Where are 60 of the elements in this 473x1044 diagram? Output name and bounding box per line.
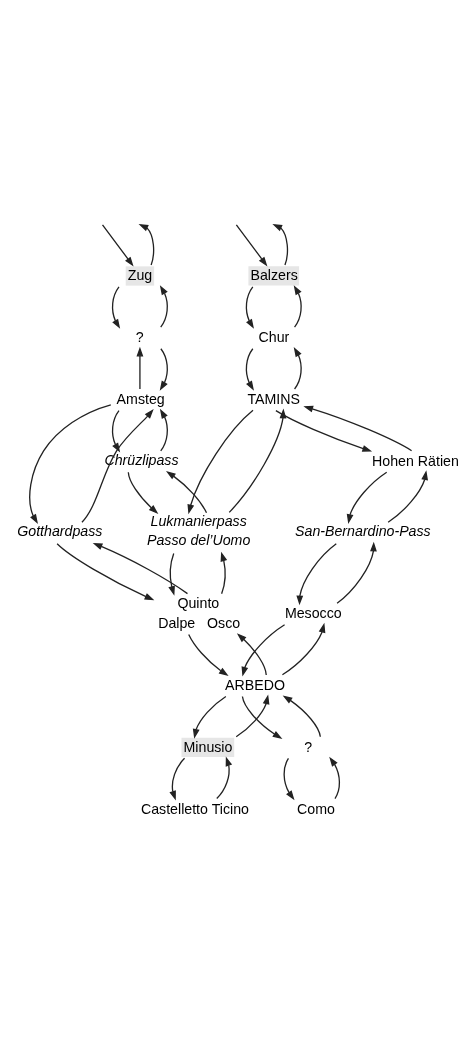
arrow xyxy=(127,471,159,515)
arrow xyxy=(92,542,189,595)
arrow xyxy=(235,224,268,267)
node-text: ? xyxy=(135,329,144,346)
arrow xyxy=(283,757,295,801)
node-box: Balzers xyxy=(248,266,300,286)
arrow xyxy=(165,471,208,514)
node-text: Quinto xyxy=(177,595,220,612)
node-label: Dalpe Osco xyxy=(158,614,241,631)
arrow xyxy=(159,408,168,452)
node-text: Castelletto Ticino xyxy=(140,800,249,817)
node-text: ARBEDO xyxy=(225,676,286,693)
arrow xyxy=(293,285,302,328)
arrow xyxy=(228,408,287,514)
arrow xyxy=(346,471,388,524)
arrow xyxy=(293,347,302,390)
arrow xyxy=(159,348,168,391)
arrow xyxy=(241,695,283,739)
arrow xyxy=(136,346,144,390)
node-text: Como xyxy=(297,800,335,817)
arrow xyxy=(245,348,254,391)
node-text: Amsteg xyxy=(116,390,165,407)
arrow xyxy=(241,624,286,677)
arrow xyxy=(138,223,155,266)
arrow xyxy=(275,409,373,452)
arrow xyxy=(387,470,428,523)
arrow xyxy=(236,633,267,676)
arrow xyxy=(272,223,289,266)
arrow xyxy=(282,695,321,738)
node-text: Hohen Rätien xyxy=(372,452,459,469)
arrow xyxy=(159,285,168,328)
arrow xyxy=(111,409,121,453)
arrow xyxy=(329,756,341,800)
arrow xyxy=(216,756,233,800)
arrow xyxy=(29,404,112,524)
node-box: Zug xyxy=(125,266,155,286)
node-text: Mesocco xyxy=(284,605,342,622)
arrow xyxy=(56,543,155,601)
node-text: Lukmanierpass Passo del’Uomo xyxy=(147,513,251,549)
arrow xyxy=(81,409,154,523)
node-text: Chur xyxy=(258,329,290,346)
node-text: ? xyxy=(304,738,313,755)
node-box: Minusio xyxy=(181,737,235,758)
arrow xyxy=(281,622,326,676)
arrow xyxy=(303,405,413,452)
node-text: TAMINS xyxy=(247,390,300,407)
arrow xyxy=(192,695,227,739)
arrow xyxy=(101,224,134,267)
arrow xyxy=(187,409,254,515)
node-text: San-Bernardino-Pass xyxy=(295,523,431,540)
arrow xyxy=(111,286,121,329)
arrow xyxy=(296,543,337,606)
arrow xyxy=(235,694,270,738)
arrow xyxy=(220,551,228,595)
arrow xyxy=(245,286,254,329)
arrow xyxy=(168,552,175,596)
arrow xyxy=(188,633,229,677)
arrow xyxy=(169,757,186,801)
arrow xyxy=(336,541,377,604)
node-text: Gotthardpass xyxy=(17,523,103,540)
